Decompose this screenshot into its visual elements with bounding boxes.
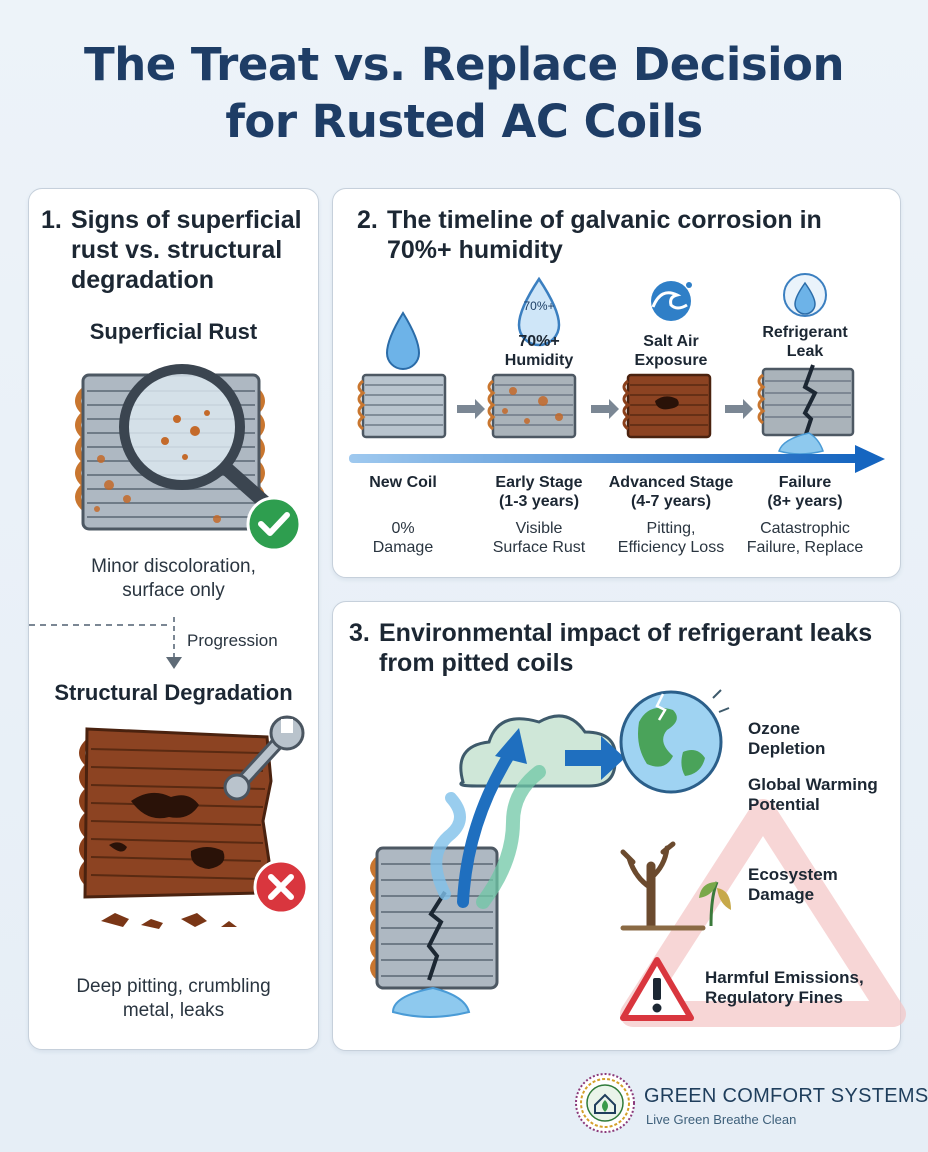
stage-name-new-coil: New Coil	[369, 474, 437, 491]
humidity-drop-badge: 70%+	[523, 299, 554, 313]
panel-number: 1.	[41, 206, 62, 234]
page-title-line-2: for Rusted AC Coils	[225, 95, 703, 148]
company-name: GREEN COMFORT SYSTEMS	[644, 1085, 928, 1107]
humidity-drop-icon	[517, 276, 561, 347]
rust-spots	[94, 455, 221, 523]
panel-rust-signs-title: 1. Signs of superficial rust vs. structu…	[41, 205, 313, 295]
timeline-illustration: 70%+	[349, 273, 885, 473]
panel-title-text: Signs of superficial rust vs. structural…	[71, 206, 302, 294]
page-title: The Treat vs. Replace Decision for Ruste…	[0, 36, 928, 150]
arrow-down-icon	[166, 657, 182, 669]
panel-title-text: Environmental impact of refrigerant leak…	[379, 619, 873, 677]
warning-triangle-background	[620, 799, 906, 1027]
stage-desc-failure: Catastrophic Failure, Replace	[746, 520, 864, 556]
water-drop-icon	[385, 311, 421, 370]
panel-title-text: The timeline of galvanic corrosion in 70…	[387, 206, 822, 264]
impact-harmful-emissions: Harmful Emissions, Regulatory Fines	[705, 968, 864, 1007]
panel-corrosion-timeline: 2. The timeline of galvanic corrosion in…	[332, 188, 901, 578]
arrow-right-icon	[565, 736, 625, 780]
wilted-plant-icon	[699, 881, 731, 927]
rust-debris	[101, 913, 237, 929]
structural-degradation-heading: Structural Degradation	[54, 680, 293, 705]
impact-global-warming: Global Warming Potential	[748, 775, 878, 814]
dead-tree-icon	[620, 841, 706, 931]
structural-degradation-coil-illustration	[79, 715, 309, 929]
stage-name-advanced: Advanced Stage (4-7 years)	[608, 474, 734, 510]
panel-number: 2.	[357, 206, 378, 234]
timeline-arrow	[349, 445, 885, 473]
impact-ecosystem-damage: Ecosystem Damage	[748, 865, 838, 904]
company-logo-emblem	[575, 1073, 635, 1133]
new-coil-icon	[357, 373, 447, 439]
panel-environmental-impact-title: 3. Environmental impact of refrigerant l…	[349, 618, 879, 678]
stage-salt-air-label: Salt Air Exposure	[634, 333, 708, 369]
company-tagline: Live Green Breathe Clean	[646, 1112, 797, 1127]
coil-fins-rusted	[90, 748, 266, 880]
impact-ozone-depletion: Ozone Depletion	[748, 719, 826, 758]
warning-icon	[620, 957, 694, 1021]
stage-desc-early: Visible Surface Rust	[492, 520, 586, 556]
failed-coil-icon	[757, 364, 855, 455]
progression-label: Progression	[187, 631, 278, 650]
stage-refrigerant-leak-label: Refrigerant Leak	[762, 324, 848, 360]
stage-desc-advanced: Pitting, Efficiency Loss	[617, 520, 725, 556]
structural-caption: Deep pitting, crumbling metal, leaks	[76, 976, 271, 1021]
check-icon	[246, 496, 302, 552]
superficial-rust-coil-illustration	[75, 364, 302, 552]
stage-desc-new-coil: 0% Damage	[372, 520, 434, 556]
panel-rust-signs: 1. Signs of superficial rust vs. structu…	[28, 188, 319, 1050]
corrosion-holes	[109, 792, 225, 869]
panel-number: 3.	[349, 619, 370, 647]
refrigerant-gas-wisps	[430, 765, 546, 909]
stage-name-early: Early Stage (1-3 years)	[495, 474, 583, 510]
environmental-impact-illustration	[370, 689, 906, 1027]
panel-corrosion-timeline-title: 2. The timeline of galvanic corrosion in…	[357, 205, 887, 265]
early-stage-coil-icon	[487, 373, 577, 439]
stage-humidity-label: 70%+ Humidity	[504, 333, 574, 369]
advanced-stage-coil-icon	[622, 373, 712, 439]
earth-globe-icon	[619, 689, 730, 794]
wrench-icon	[223, 715, 305, 801]
arrow-up-icon	[457, 728, 527, 908]
leak-drop-icon	[783, 273, 827, 317]
superficial-rust-heading: Superficial Rust	[89, 319, 258, 344]
progression-connector	[29, 617, 182, 669]
stage-arrows	[457, 399, 753, 419]
leaf-icon	[602, 1100, 608, 1112]
cross-icon	[253, 859, 309, 915]
page-title-line-1: The Treat vs. Replace Decision	[84, 38, 844, 91]
superficial-caption: Minor discoloration, surface only	[91, 556, 256, 601]
house-icon	[594, 1093, 616, 1114]
wave-icon	[651, 281, 692, 321]
panel-environmental-impact: 3. Environmental impact of refrigerant l…	[332, 601, 906, 1051]
stage-name-failure: Failure (8+ years)	[767, 474, 843, 510]
